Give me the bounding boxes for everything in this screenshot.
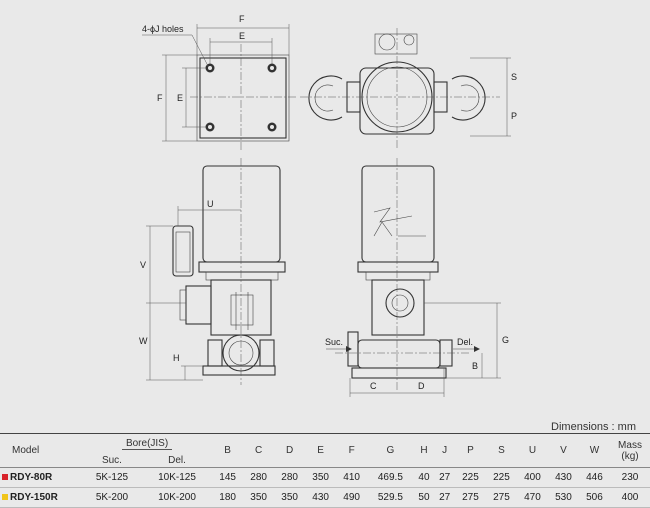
cell-value: 40 <box>413 467 435 488</box>
cell-suc: 5K-200 <box>82 487 142 508</box>
header-col: W <box>578 433 610 468</box>
cell-value: 27 <box>434 487 455 508</box>
model-swatch <box>2 474 8 481</box>
label-V: V <box>140 260 146 270</box>
cell-value: 275 <box>454 487 486 508</box>
cell-value: 27 <box>434 467 455 488</box>
header-bore-label: Bore(JIS) <box>121 438 173 450</box>
header-del: Del. <box>141 453 213 468</box>
cell-value: 506 <box>578 487 610 508</box>
label-F-top: F <box>239 14 245 24</box>
cell-value: 145 <box>212 467 244 488</box>
header-col: U <box>516 433 548 468</box>
cell-value: 275 <box>485 487 517 508</box>
header-suc: Suc. <box>82 453 142 468</box>
spec-table: Model Bore(JIS) B C D E F G H J P S U V … <box>0 433 650 508</box>
header-col: S <box>485 433 517 468</box>
cell-value: 469.5 <box>367 467 414 488</box>
label-suc: Suc. <box>325 337 343 347</box>
cell-suc: 5K-125 <box>82 467 142 488</box>
header-bore: Bore(JIS) <box>82 433 213 453</box>
cell-value: 529.5 <box>367 487 414 508</box>
table-row: RDY-150R 5K-200 10K-200 180 350 350 430 … <box>0 487 650 508</box>
header-model: Model <box>0 433 82 468</box>
cell-mass: 400 <box>610 487 650 508</box>
label-del: Del. <box>457 337 473 347</box>
cell-del: 10K-125 <box>141 467 213 488</box>
model-swatch <box>2 494 8 501</box>
label-B: B <box>472 361 478 371</box>
header-row: Model Bore(JIS) B C D E F G H J P S U V … <box>0 433 650 468</box>
cell-value: 350 <box>243 487 275 508</box>
header-mass: Mass (kg) <box>610 433 650 468</box>
cell-mass: 230 <box>610 467 650 488</box>
label-U: U <box>207 199 214 209</box>
model-name: RDY-150R <box>10 492 58 503</box>
header-col: D <box>274 433 306 468</box>
cell-value: 225 <box>454 467 486 488</box>
pump-dimension-drawing: 4-ϕJ holes F E F E S P <box>139 14 517 397</box>
cell-value: 280 <box>243 467 275 488</box>
cell-value: 410 <box>336 467 368 488</box>
cell-value: 490 <box>336 487 368 508</box>
cell-value: 50 <box>413 487 435 508</box>
label-E-top: E <box>239 31 245 41</box>
dimensions-units: Dimensions : mm <box>551 421 636 433</box>
label-H: H <box>173 353 180 363</box>
header-col: V <box>547 433 579 468</box>
label-D: D <box>418 381 425 391</box>
cell-value: 350 <box>274 487 306 508</box>
cell-value: 180 <box>212 487 244 508</box>
cell-value: 530 <box>547 487 579 508</box>
top-view-base <box>142 24 296 150</box>
label-holes: 4-ϕJ holes <box>142 24 184 34</box>
label-F-left: F <box>157 93 163 103</box>
cell-value: 446 <box>578 467 610 488</box>
cell-del: 10K-200 <box>141 487 213 508</box>
cell-value: 430 <box>547 467 579 488</box>
cell-value: 225 <box>485 467 517 488</box>
cell-value: 470 <box>516 487 548 508</box>
model-cell: RDY-150R <box>0 487 82 508</box>
table-row: RDY-80R 5K-125 10K-125 145 280 280 350 4… <box>0 467 650 488</box>
top-view-pump <box>300 28 511 150</box>
label-E-left: E <box>177 93 183 103</box>
front-view-pump <box>146 158 286 385</box>
model-name: RDY-80R <box>10 472 53 483</box>
header-col: B <box>212 433 244 468</box>
label-W: W <box>139 336 148 346</box>
header-col: C <box>243 433 275 468</box>
label-S: S <box>511 72 517 82</box>
model-cell: RDY-80R <box>0 467 82 488</box>
cell-value: 400 <box>516 467 548 488</box>
cell-value: 350 <box>305 467 337 488</box>
header-col: E <box>305 433 337 468</box>
header-col: G <box>367 433 414 468</box>
cell-value: 280 <box>274 467 306 488</box>
side-view-pump <box>326 158 501 397</box>
header-col: H <box>413 433 435 468</box>
header-col: P <box>454 433 486 468</box>
header-subrow: Suc. Del. <box>0 453 650 468</box>
label-P: P <box>511 111 517 121</box>
header-col: J <box>434 433 455 468</box>
label-G: G <box>502 335 509 345</box>
label-C: C <box>370 381 377 391</box>
header-col: F <box>336 433 368 468</box>
cell-value: 430 <box>305 487 337 508</box>
